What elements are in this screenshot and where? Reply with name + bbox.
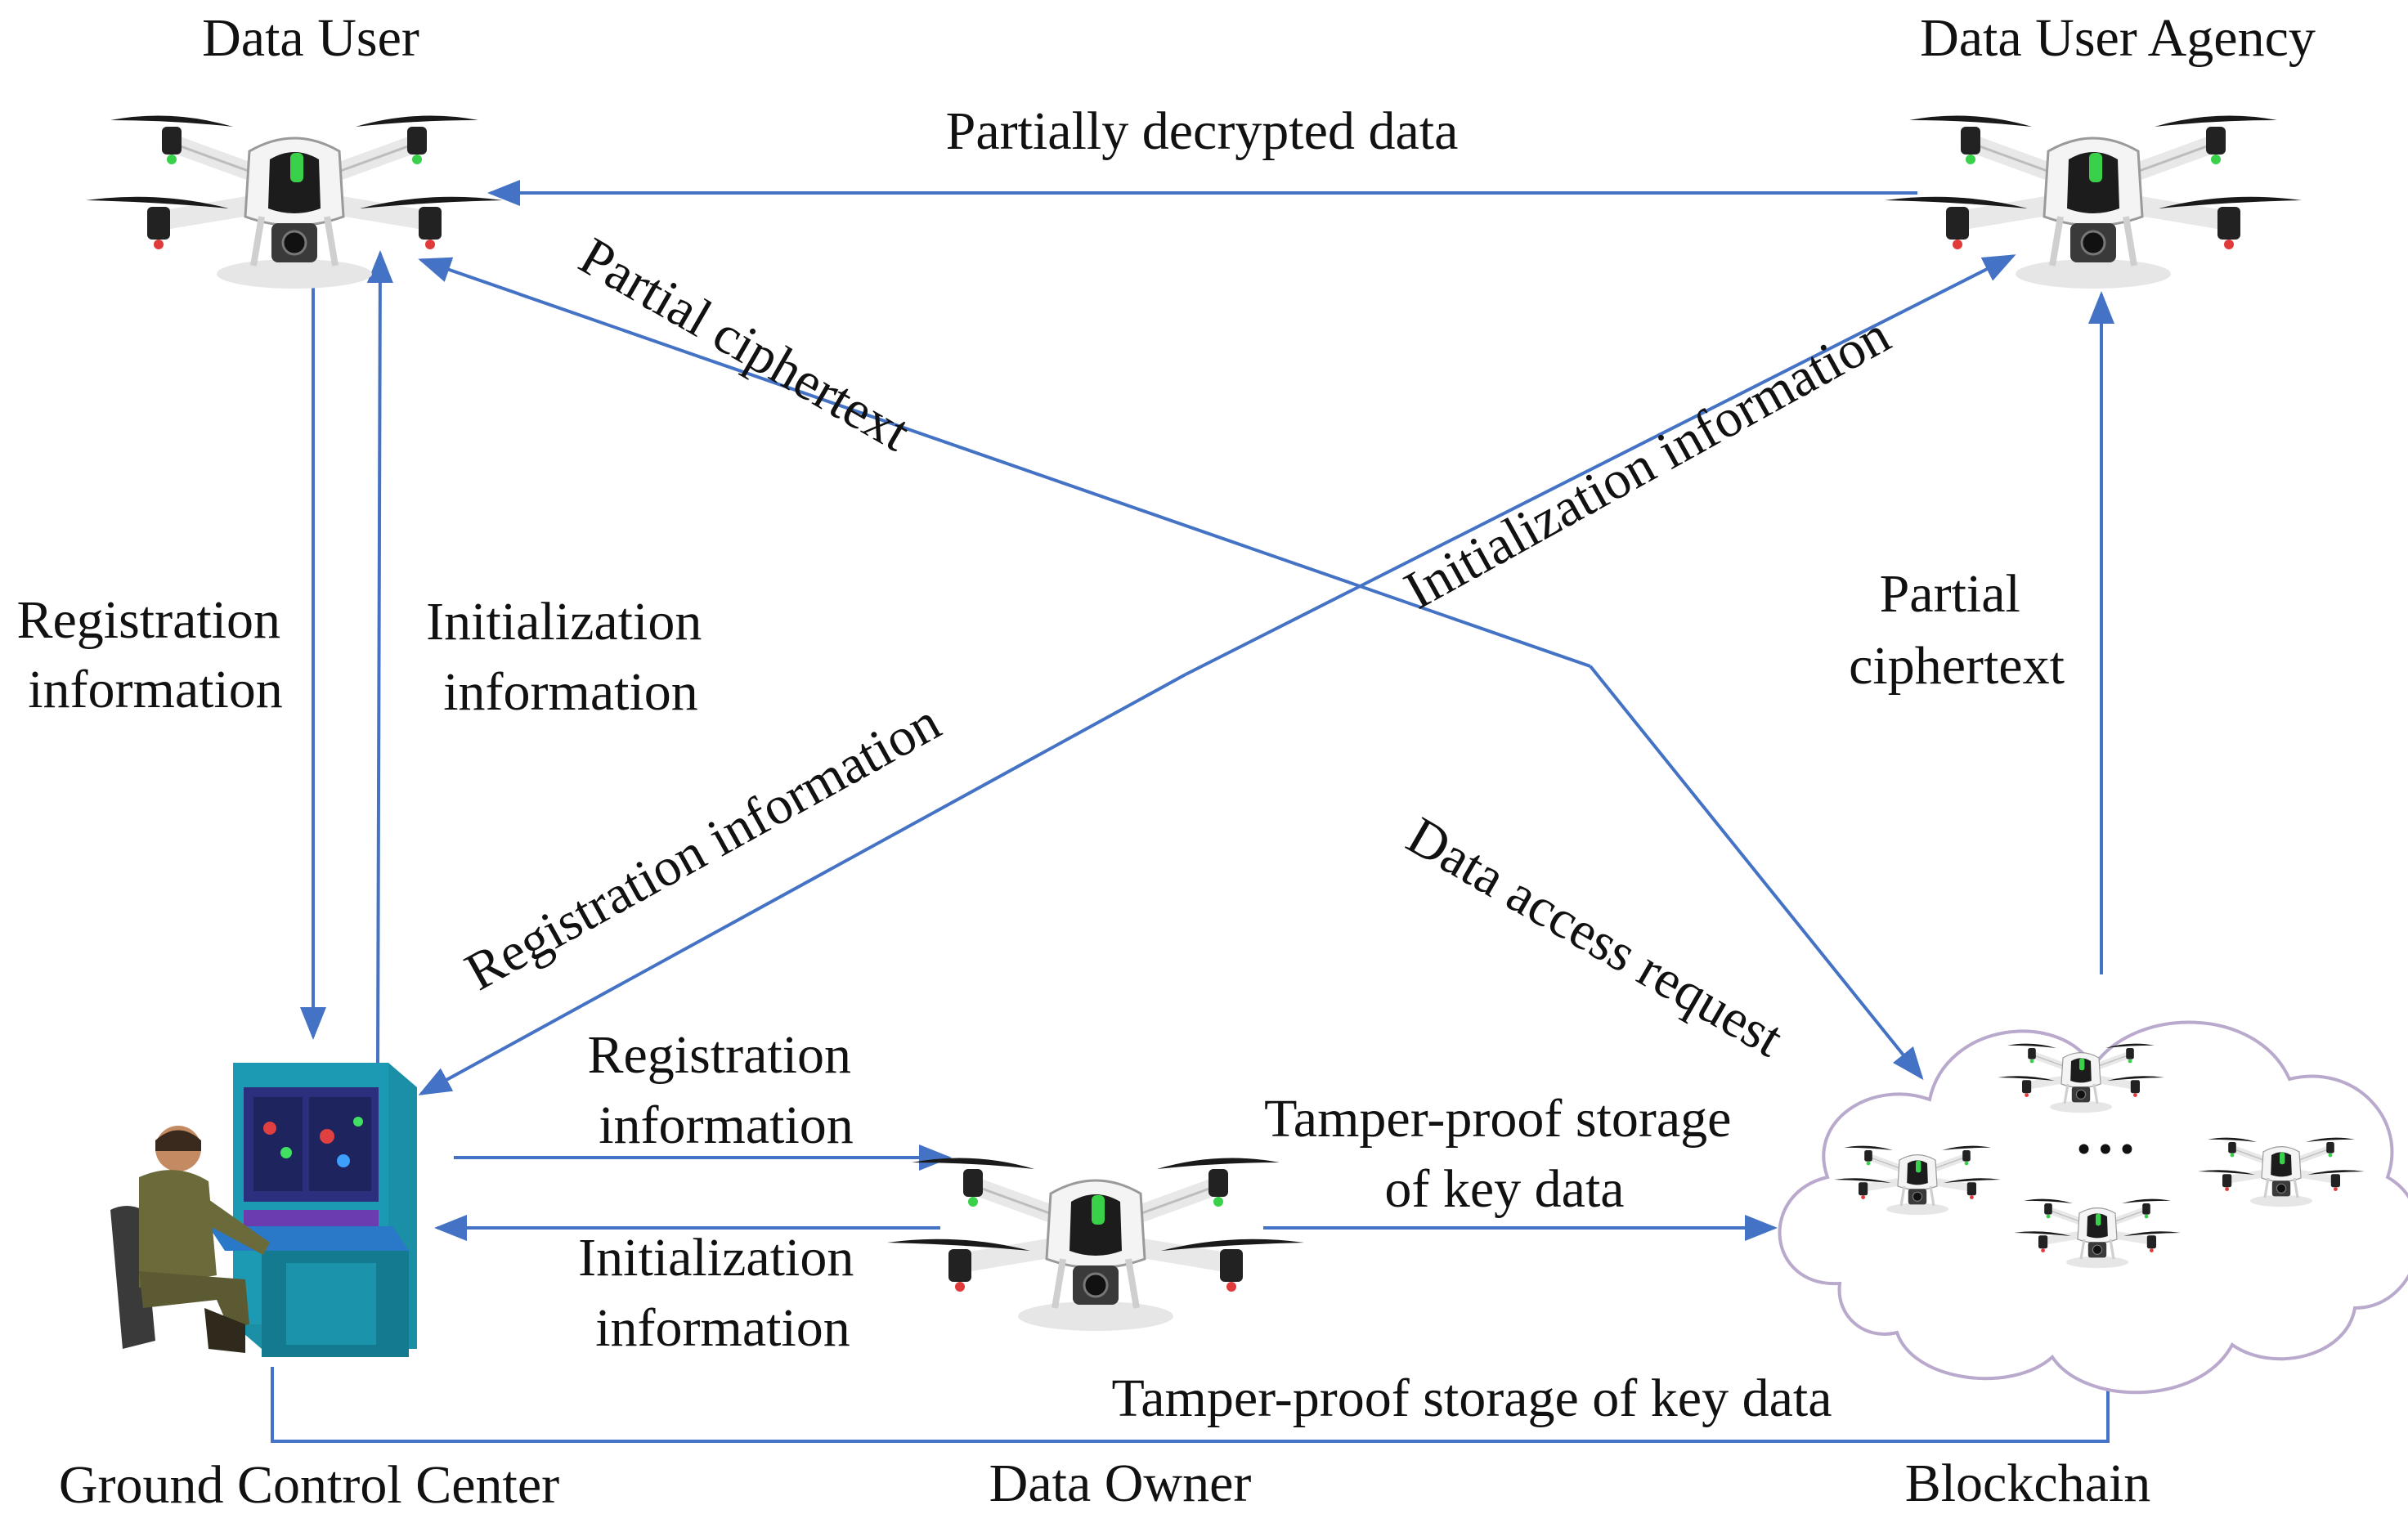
label-partial-ciphertext-diagonal: Partial ciphertext (569, 226, 920, 464)
ground-control-operator-icon (110, 1063, 417, 1357)
arrow-user-to-blockchain (1589, 665, 1924, 1081)
label-gcc-to-blockchain-storage: Tamper-proof storage of key data (1111, 1368, 1832, 1428)
label-partial-ciphertext-right: Partial ciphertext (1849, 564, 2065, 696)
label-line: Tamper-proof storage (1264, 1089, 1731, 1149)
drone-icon (887, 1158, 1304, 1331)
label-line: information (599, 1095, 854, 1155)
label-line: Initialization (578, 1228, 854, 1288)
label-initialization-diagonal: Initialization information (1395, 305, 1899, 620)
data-user-agency-label: Data User Agency (1920, 8, 2316, 68)
ground-control-center-label: Ground Control Center (59, 1455, 559, 1515)
arrow-agency-to-gcc (418, 673, 1186, 1095)
label-owner-to-blockchain-storage: Tamper-proof storage of key data (1264, 1089, 1745, 1219)
label-line: Registration (587, 1025, 851, 1085)
label-line: Registration (16, 590, 280, 650)
label-line: information (595, 1298, 850, 1358)
data-owner-node (887, 1158, 1304, 1331)
label-line: of key data (1384, 1159, 1624, 1219)
cloud-icon (1778, 1020, 2408, 1395)
data-owner-label: Data Owner (989, 1454, 1252, 1513)
label-line: information (443, 662, 698, 722)
arrow-gcc-to-agency (1185, 254, 2016, 676)
label-partially-decrypted-data: Partially decrypted data (946, 101, 1459, 161)
drone-icon (1885, 116, 2302, 289)
cloud-ellipsis: • • • (2078, 1129, 2133, 1169)
label-line: Initialization (426, 592, 702, 652)
label-line: Partial (1880, 564, 2020, 624)
data-user-agency-node (1885, 116, 2302, 289)
label-user-to-gcc-registration: Registration information (16, 590, 294, 719)
label-owner-to-gcc-initialization: Initialization information (578, 1228, 868, 1358)
label-line: information (28, 660, 283, 719)
drone-icon (86, 116, 503, 289)
label-line: ciphertext (1849, 636, 2065, 696)
arrow-gcc-to-user (366, 250, 393, 1065)
label-registration-diagonal: Registration information (455, 692, 950, 1002)
data-user-node (86, 116, 503, 289)
ground-control-center-node (110, 1063, 417, 1357)
arrow-blockchain-to-user (418, 257, 1591, 668)
label-gcc-to-user-initialization: Initialization information (426, 592, 715, 722)
label-gcc-to-owner-registration: Registration information (587, 1025, 864, 1155)
blockchain-node: • • • (1778, 1020, 2408, 1395)
data-user-label: Data User (202, 8, 419, 68)
blockchain-label: Blockchain (1905, 1454, 2151, 1513)
